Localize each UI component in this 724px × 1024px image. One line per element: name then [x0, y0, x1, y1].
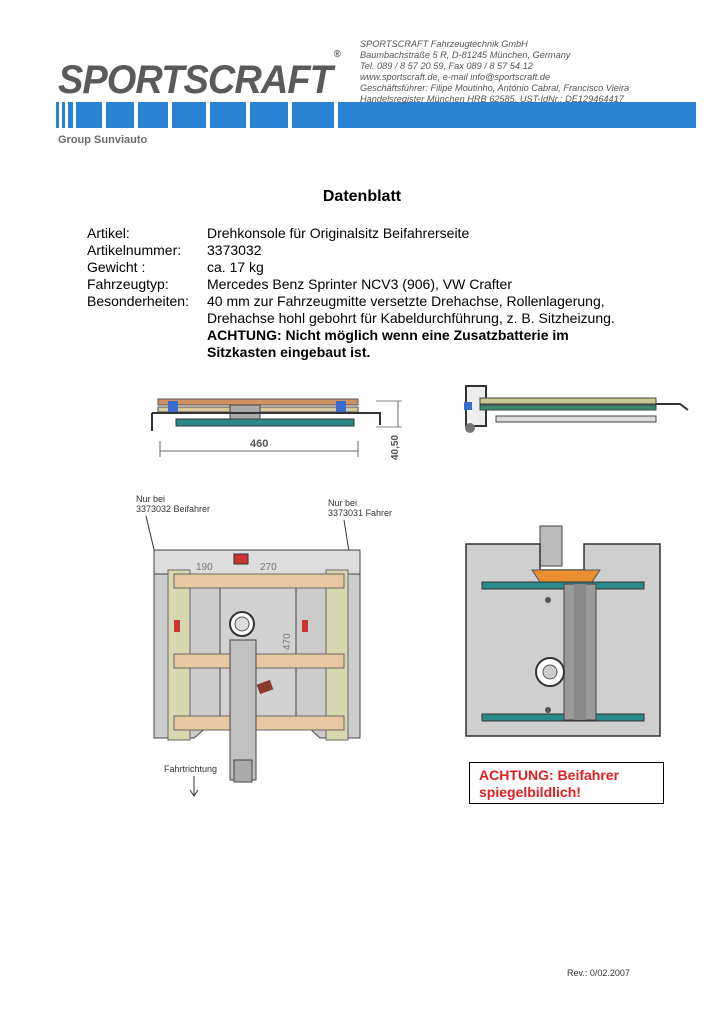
warning-line-1: ACHTUNG: Beifahrer: [479, 767, 620, 783]
brand-logo: SPORTSCRAFT®: [58, 48, 341, 102]
achtung-line-1: ACHTUNG: Nicht möglich wenn eine Zusatzb…: [207, 327, 569, 343]
group-name: Group Sunviauto: [58, 134, 148, 146]
value-gewicht: ca. 17 kg: [207, 259, 264, 275]
warning-line-2: spiegelbildlich!: [479, 784, 581, 800]
header-stripes: [56, 102, 696, 128]
value-artikel: Drehkonsole für Originalsitz Beifahrerse…: [207, 225, 470, 241]
company-info: SPORTSCRAFT Fahrzeugtechnik GmbH Baumbac…: [360, 39, 630, 104]
warning-box: ACHTUNG: Beifahrer spiegelbildlich!: [469, 762, 664, 804]
side-view-right: [464, 385, 689, 433]
achtung-line-2: Sitzkasten eingebaut ist.: [207, 344, 371, 360]
value-nummer: 3373032: [207, 242, 262, 258]
dim-270: 270: [260, 562, 277, 573]
side-view-left: 460 40,50: [151, 398, 402, 460]
note-right-1: Nur bei: [328, 498, 357, 508]
label-typ: Fahrzeugtyp:: [87, 276, 169, 292]
note-left-2: 3373032 Beifahrer: [136, 504, 210, 514]
page-title: Datenblatt: [322, 188, 402, 205]
label-besonderheiten: Besonderheiten:: [87, 293, 189, 309]
value-typ: Mercedes Benz Sprinter NCV3 (906), VW Cr…: [207, 276, 512, 292]
top-view-drawing: Nur bei 3373032 Beifahrer Nur bei 337303…: [136, 494, 392, 797]
label-gewicht: Gewicht :: [87, 259, 146, 275]
label-artikel: Artikel:: [87, 225, 130, 241]
label-nummer: Artikelnummer:: [87, 242, 182, 258]
dim-width-label: 460: [250, 438, 268, 450]
revision-label: Rev.: 0/02.2007: [567, 968, 630, 978]
top-view-mirror: [465, 525, 661, 737]
note-right-2: 3373031 Fahrer: [328, 508, 392, 518]
dim-height-label: 40,50: [390, 435, 401, 460]
direction-label: Fahrtrichtung: [164, 764, 217, 774]
value-besonderheiten-2: Drehachse hohl gebohrt für Kabeldurchfüh…: [207, 310, 615, 326]
value-besonderheiten-1: 40 mm zur Fahrzeugmitte versetzte Drehac…: [207, 293, 605, 309]
note-left-1: Nur bei: [136, 494, 165, 504]
dim-470: 470: [282, 633, 293, 650]
dim-190: 190: [196, 562, 213, 573]
